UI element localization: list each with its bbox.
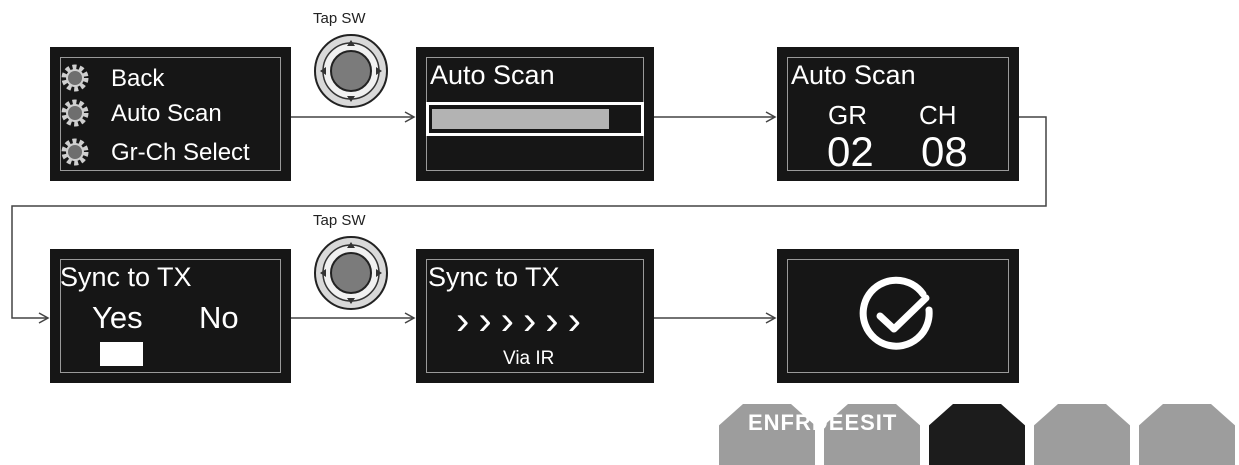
menu-item-gr-ch-select[interactable]: Gr-Ch Select: [111, 139, 250, 166]
arrow-result-to-sync: [11, 116, 1047, 324]
sync-prompt-title: Sync to TX: [60, 262, 192, 292]
screen-frame: [787, 259, 1009, 373]
scan-progress-fill: [432, 109, 609, 129]
gear-icon: [61, 99, 89, 127]
language-tab[interactable]: [824, 404, 920, 465]
scan-result-screen: Auto Scan GR CH 02 08: [777, 47, 1019, 181]
screen-frame: [787, 57, 1009, 171]
scan-progress-bar: [426, 102, 644, 136]
tap-sw-label: Tap SW: [313, 10, 366, 27]
language-tab[interactable]: [1034, 404, 1130, 465]
sync-done-screen: [777, 249, 1019, 383]
tap-sw-label: Tap SW: [313, 212, 366, 229]
language-tab-label: ENFRDEESIT: [748, 410, 898, 435]
language-tab[interactable]: [719, 404, 815, 465]
menu-item-auto-scan[interactable]: Auto Scan: [111, 100, 222, 127]
ch-value: 08: [921, 128, 968, 175]
ch-label: CH: [919, 100, 957, 130]
menu-screen: Back Auto Scan Gr-Ch Select: [50, 47, 291, 181]
menu-item-back[interactable]: Back: [111, 65, 165, 92]
auto-scan-title: Auto Scan: [430, 60, 555, 90]
language-tab[interactable]: [929, 404, 1025, 465]
scan-result-title: Auto Scan: [791, 60, 916, 90]
language-tab[interactable]: [1139, 404, 1235, 465]
sync-chevrons: ››››››: [456, 299, 590, 343]
via-ir-label: Via IR: [503, 348, 555, 369]
sync-progress-title: Sync to TX: [428, 262, 560, 292]
gear-icon: [61, 64, 89, 92]
jog-switch-icon: [314, 236, 388, 310]
gr-value: 02: [827, 128, 874, 175]
auto-scan-screen: Auto Scan: [416, 47, 654, 181]
sync-progress-screen: Sync to TX ›››››› Via IR: [416, 249, 654, 383]
sync-yes-option[interactable]: Yes: [92, 300, 143, 335]
sync-prompt-screen: Sync to TX Yes No: [50, 249, 291, 383]
sync-no-option[interactable]: No: [199, 300, 239, 335]
gr-label: GR: [828, 100, 867, 130]
screen-frame: [426, 259, 644, 373]
screen-frame: [60, 57, 281, 171]
selection-cursor: [100, 342, 143, 366]
gear-icon: [61, 138, 89, 166]
screen-frame: [60, 259, 281, 373]
jog-switch-icon: [314, 34, 388, 108]
check-circle-icon: [859, 276, 933, 350]
